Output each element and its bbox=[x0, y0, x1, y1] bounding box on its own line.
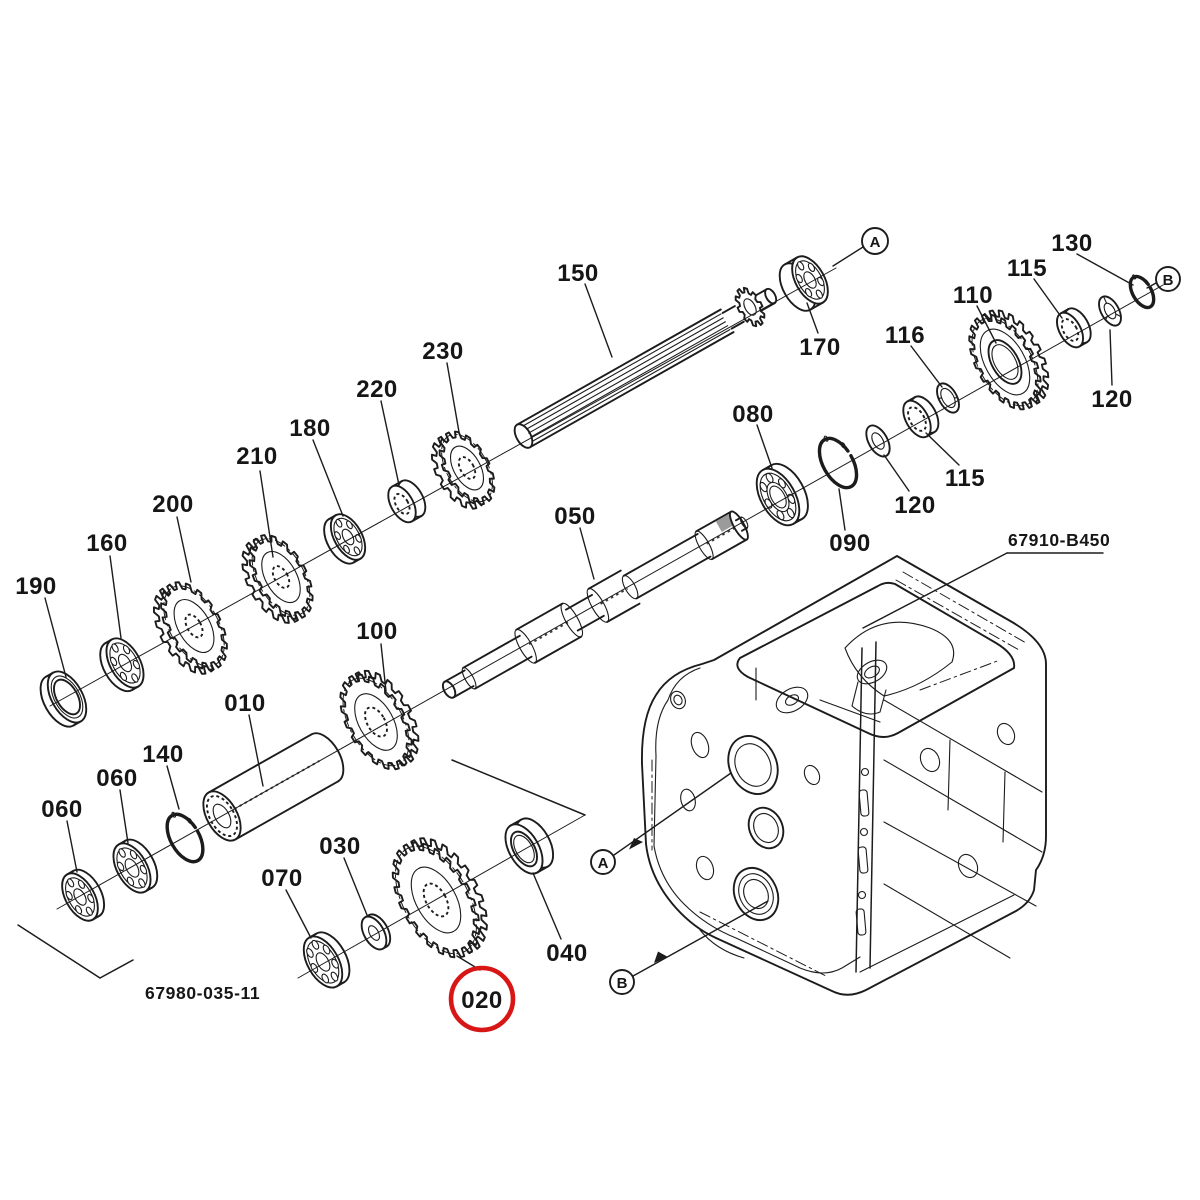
collar-220 bbox=[383, 476, 431, 527]
part-label-140: 140 bbox=[142, 741, 184, 768]
part-label-050: 050 bbox=[554, 503, 596, 530]
part-label-115-a: 115 bbox=[1007, 255, 1047, 282]
part-label-190: 190 bbox=[15, 573, 57, 600]
part-label-010: 010 bbox=[224, 690, 266, 717]
arrowhead-b bbox=[654, 951, 668, 963]
view-marker-a-case: A bbox=[598, 855, 609, 872]
race-116 bbox=[932, 380, 963, 417]
needle-bearing-115-right bbox=[1052, 304, 1097, 352]
part-label-130: 130 bbox=[1051, 230, 1093, 257]
bushing-040 bbox=[498, 812, 561, 880]
gear-110 bbox=[955, 298, 1064, 421]
case-bore-boss bbox=[772, 682, 812, 718]
bearing-060-inner bbox=[106, 833, 165, 898]
counter-shaft-train bbox=[55, 270, 1159, 926]
bearing-060-outer bbox=[55, 864, 112, 927]
part-label-170: 170 bbox=[799, 334, 841, 361]
case-boss-cylinder bbox=[853, 655, 891, 688]
part-label-220: 220 bbox=[356, 376, 398, 403]
part-label-100: 100 bbox=[356, 618, 398, 645]
needle-bearing-115-mid bbox=[898, 392, 945, 442]
part-label-200: 200 bbox=[152, 491, 194, 518]
part-label-080: 080 bbox=[732, 401, 774, 428]
view-markers: A B A B bbox=[591, 228, 1180, 994]
shaft-150 bbox=[511, 283, 781, 451]
part-label-110: 110 bbox=[953, 282, 993, 309]
snap-ring-140 bbox=[159, 806, 211, 868]
washer-120-mid bbox=[861, 422, 894, 461]
shaft-050 bbox=[435, 505, 755, 709]
gear-020-sub-assembly bbox=[296, 812, 561, 994]
transmission-case bbox=[642, 556, 1046, 995]
gear-100 bbox=[326, 659, 434, 781]
bearing-170 bbox=[772, 250, 835, 316]
axis-lines bbox=[18, 268, 1163, 978]
part-label-070: 070 bbox=[261, 865, 303, 892]
part-label-160: 160 bbox=[86, 530, 128, 557]
part-label-150: 150 bbox=[557, 260, 599, 287]
part-label-115-b: 115 bbox=[945, 465, 985, 492]
part-label-116: 116 bbox=[885, 322, 925, 349]
red-highlight-circle bbox=[448, 965, 516, 1033]
bearing-180 bbox=[317, 508, 372, 569]
part-label-210: 210 bbox=[236, 443, 278, 470]
case-bore-a bbox=[719, 728, 787, 802]
ref-code-case: 67910-B450 bbox=[1008, 530, 1110, 550]
bearing-070 bbox=[296, 926, 358, 994]
part-label-060-b: 060 bbox=[96, 765, 138, 792]
part-label-180: 180 bbox=[289, 415, 331, 442]
part-label-040: 040 bbox=[546, 940, 588, 967]
pinion-on-shaft-150 bbox=[730, 283, 771, 331]
highlighted-part-callout: 020 bbox=[448, 965, 516, 1033]
case-bore-b bbox=[726, 861, 787, 928]
view-marker-b-case: B bbox=[617, 975, 628, 992]
bearing-160 bbox=[93, 632, 152, 697]
case-bore-mid bbox=[742, 802, 789, 854]
view-marker-b-top: B bbox=[1163, 272, 1174, 289]
part-label-230: 230 bbox=[422, 338, 464, 365]
gear-230 bbox=[421, 422, 506, 517]
part-label-120-a: 120 bbox=[1091, 386, 1133, 413]
part-label-030: 030 bbox=[319, 833, 361, 860]
part-label-060-a: 060 bbox=[41, 796, 83, 823]
snap-ring-130 bbox=[1124, 270, 1159, 311]
case-small-hole bbox=[668, 689, 688, 711]
view-marker-a-top: A bbox=[870, 234, 881, 251]
view-marker-arrows bbox=[614, 773, 768, 976]
part-label-090: 090 bbox=[829, 530, 871, 557]
leader-lines bbox=[45, 247, 1156, 970]
snap-ring-090 bbox=[810, 430, 864, 494]
washer-120-right bbox=[1094, 293, 1125, 330]
washer-030 bbox=[357, 910, 396, 953]
callout-labels: 150 170 130 115 110 116 120 115 120 090 … bbox=[15, 230, 1133, 967]
part-label-020: 020 bbox=[461, 987, 503, 1014]
arrowhead-a bbox=[629, 838, 643, 850]
part-label-120-b: 120 bbox=[894, 492, 936, 519]
bearing-080 bbox=[748, 457, 817, 533]
ref-code-shaft-assembly: 67980-035-11 bbox=[145, 983, 260, 1003]
